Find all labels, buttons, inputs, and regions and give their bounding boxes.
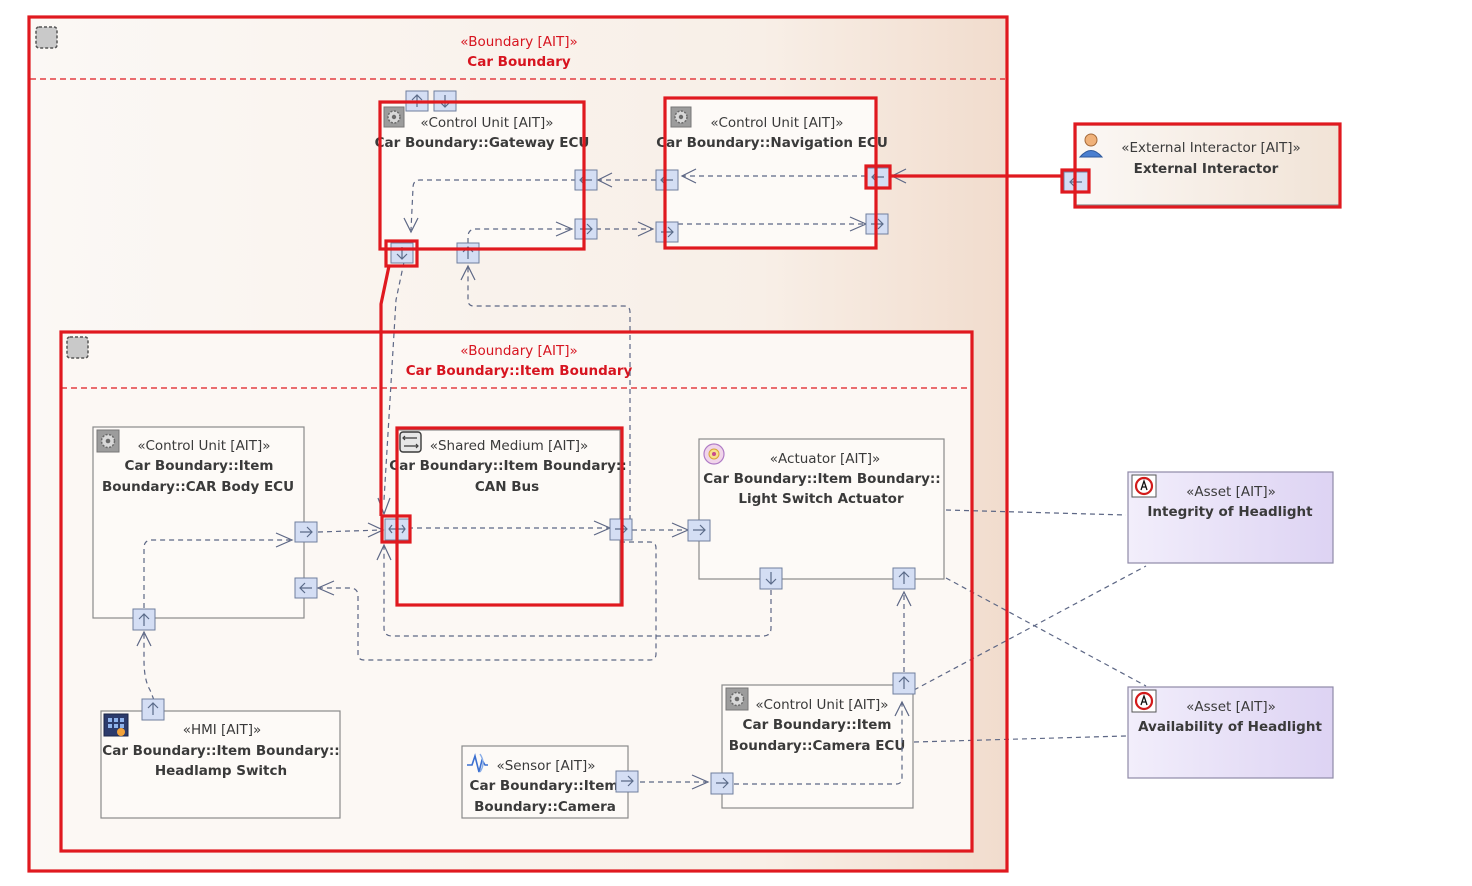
element-name-line2: Light Switch Actuator [738,491,904,507]
connector [410,179,576,231]
element-stereotype: «HMI [AIT]» [183,722,262,738]
port-down[interactable] [390,242,414,264]
connector [945,577,1147,687]
connector [945,509,1127,516]
hmi-icon [103,713,129,737]
port-left[interactable] [294,577,318,599]
light-switch-actuator-element[interactable]: «Actuator [AIT]» Car Boundary::Item Boun… [698,438,945,580]
camera-ecu-element[interactable]: «Control Unit [AIT]» Car Boundary::Item … [721,684,914,809]
car-boundary-name: Car Boundary [467,54,571,70]
port-left[interactable] [574,169,598,191]
connector [383,261,405,501]
element-name-line2: Headlamp Switch [155,763,287,779]
element-name-line2: Boundary::Camera ECU [729,738,906,754]
port-up[interactable] [892,672,916,695]
person-icon [1078,133,1104,158]
navigation-ecu-element[interactable]: «Control Unit [AIT]» Car Boundary::Navig… [656,97,888,249]
asset-icon [1131,689,1157,713]
connector [383,546,772,637]
car-boundary-stereotype: «Boundary [AIT]» [460,34,578,50]
element-stereotype: «External Interactor [AIT]» [1121,140,1301,156]
element-name-line1: Car Boundary::Item [125,458,274,474]
highlight-overlay [27,15,1342,873]
boundary-icon [66,336,89,359]
element-name-line2: CAN Bus [475,479,539,495]
sensor-icon [467,753,488,773]
gear-icon [96,429,120,453]
ports [132,90,1089,795]
port-left[interactable] [655,169,679,191]
camera-element[interactable]: «Sensor [AIT]» Car Boundary::Item Bounda… [461,745,629,819]
connectors [136,168,1147,790]
port-down[interactable] [759,567,783,590]
connector [467,266,631,520]
car-body-ecu-element[interactable]: «Control Unit [AIT]» Car Boundary::Item … [92,426,305,619]
connector [467,228,570,243]
port-up[interactable] [141,698,165,721]
connector [317,529,383,533]
element-stereotype: «Actuator [AIT]» [770,451,880,467]
element-stereotype: «Asset [AIT]» [1186,484,1276,500]
element-name-line1: Car Boundary::Item Boundary:: [703,471,940,487]
port-right[interactable] [294,521,318,543]
connector [143,632,155,701]
item-boundary-name: Car Boundary::Item Boundary [406,363,633,379]
can-bus-element[interactable]: «Shared Medium [AIT]» Car Boundary::Item… [389,429,627,606]
element-stereotype: «Asset [AIT]» [1186,699,1276,715]
connector [913,565,1147,691]
port-right[interactable] [687,519,711,542]
element-name-line1: Car Boundary::Item [470,778,619,794]
element-name-line1: Car Boundary::Item [743,717,892,733]
element-stereotype: «Sensor [AIT]» [496,758,595,774]
port-left[interactable] [866,167,890,188]
element-stereotype: «Shared Medium [AIT]» [430,438,589,454]
bus-icon [399,431,422,453]
element-name-line1: Car Boundary::Item Boundary:: [102,743,339,759]
element-name: Availability of Headlight [1138,719,1322,735]
connector [143,539,290,608]
port-up[interactable] [132,608,156,631]
element-name: Car Boundary::Navigation ECU [656,135,888,151]
element-stereotype: «Control Unit [AIT]» [710,115,843,131]
port-up[interactable] [456,242,480,264]
actuator-icon [703,443,725,465]
item-boundary-stereotype: «Boundary [AIT]» [460,343,578,359]
boundary-icon [35,26,58,49]
integrity-headlight-asset[interactable]: «Asset [AIT]» Integrity of Headlight [1127,471,1334,564]
element-stereotype: «Control Unit [AIT]» [420,115,553,131]
external-interactor-element[interactable]: «External Interactor [AIT]» External Int… [1075,124,1341,206]
element-stereotype: «Control Unit [AIT]» [755,697,888,713]
connector [320,541,657,661]
element-name-line1: Car Boundary::Item Boundary:: [389,458,626,474]
element-name: External Interactor [1134,161,1279,177]
port-up[interactable] [892,567,916,590]
availability-headlight-asset[interactable]: «Asset [AIT]» Availability of Headlight [1127,686,1334,779]
gear-icon [383,106,405,128]
gear-icon [670,106,692,128]
element-name: Integrity of Headlight [1147,504,1313,520]
port-right[interactable] [655,221,679,243]
gear-icon [725,687,749,711]
gateway-ecu-element[interactable]: «Control Unit [AIT]» Car Boundary::Gatew… [375,102,590,250]
port-right[interactable] [710,772,734,795]
element-name-line2: Boundary::Camera [474,799,616,815]
asset-icon [1131,474,1157,498]
port-right[interactable] [615,770,639,793]
headlamp-switch-element[interactable]: «HMI [AIT]» Car Boundary::Item Boundary:… [100,710,341,819]
port-right[interactable] [574,218,598,240]
element-name: Car Boundary::Gateway ECU [375,135,590,151]
element-stereotype: «Control Unit [AIT]» [137,438,270,454]
element-name-line2: Boundary::CAR Body ECU [102,479,294,495]
connector [734,702,903,785]
